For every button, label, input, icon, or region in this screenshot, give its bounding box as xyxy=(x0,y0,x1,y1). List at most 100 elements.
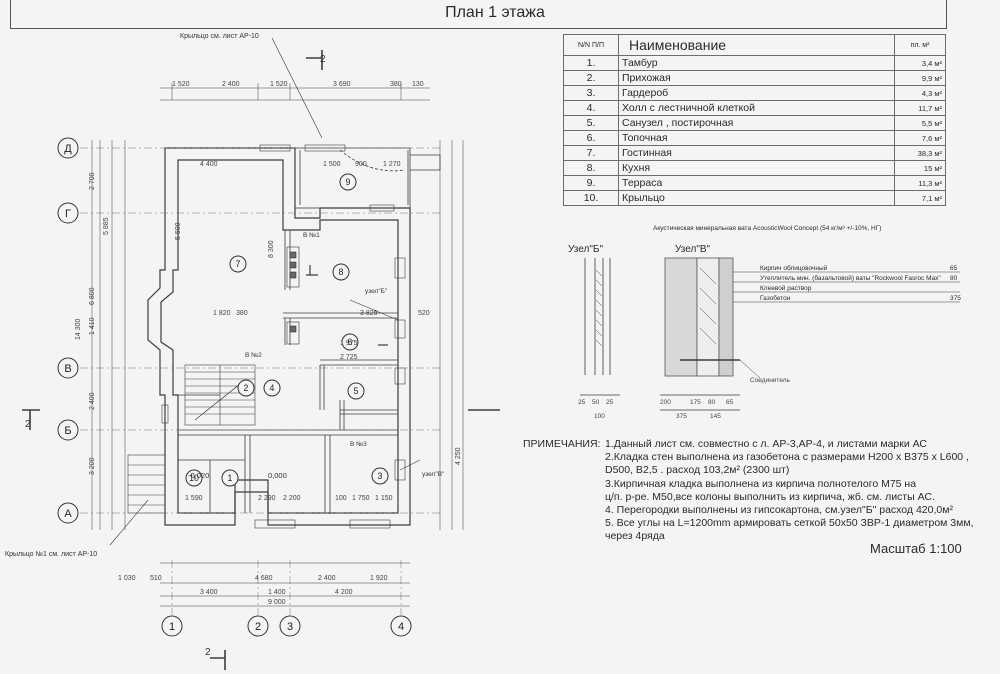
layer-thickness: 65 xyxy=(950,265,958,272)
porch1-reference: Крыльцо №1 см. лист АР-10 xyxy=(5,551,97,558)
axis-letter-marker: Д xyxy=(57,137,79,159)
axis-number-marker-label: 1 xyxy=(169,621,175,633)
dim-top-3: 1 520 xyxy=(270,81,288,88)
cell-num: 10. xyxy=(563,190,619,206)
room-number-marker: 5 xyxy=(347,382,365,400)
room-number-marker: 4 xyxy=(263,379,281,397)
dim-inner-20: 5 500 xyxy=(175,222,182,240)
dim-top-4: 3 690 xyxy=(333,81,351,88)
room-number-marker-circle xyxy=(229,255,247,273)
dim-top-1: 1 520 xyxy=(172,81,190,88)
dim-inner-5: 1 820 xyxy=(213,310,231,317)
section-marks xyxy=(22,50,500,670)
dim-top-6: 130 xyxy=(412,81,424,88)
room-number-marker-circle xyxy=(263,379,281,397)
axis-letter-marker-circle xyxy=(57,357,79,379)
dim-inner-11: 1 750 xyxy=(352,495,370,502)
node-v-dim-5: 375 xyxy=(676,413,687,420)
room-number-marker-label: 2 xyxy=(244,383,249,393)
dim-inner-7: 3 825 xyxy=(360,310,378,317)
axis-number-marker-circle xyxy=(390,615,412,637)
node-b-title: Узел"Б" xyxy=(568,244,603,255)
staircase xyxy=(184,364,256,426)
node-v-dim-3: 80 xyxy=(708,399,716,406)
dim-bottom-total: 9 000 xyxy=(268,599,286,606)
header-name: Наименование xyxy=(618,34,895,56)
axis-letter-marker-label: Г xyxy=(65,208,71,220)
axis-letter-marker-circle xyxy=(57,502,79,524)
dim-inner-24: 3 200 xyxy=(89,457,96,475)
section-mark-bottom: 2 xyxy=(205,647,211,658)
axis-number-marker-label: 3 xyxy=(287,621,293,633)
axis-number-marker-label: 2 xyxy=(255,621,261,633)
room-number-marker: 2 xyxy=(237,379,255,397)
room-number-marker-label: 8 xyxy=(339,267,344,277)
dim-inner-1: 4 400 xyxy=(200,161,218,168)
plan-labels: 2 2 2 Крыльцо см. лист АР-10 Крыльцо №1 … xyxy=(5,33,445,658)
notes-block: ПРИМЕЧАНИЯ: 1.Данный лист см. совместно … xyxy=(523,438,993,544)
room-number-marker-label: 1 xyxy=(228,473,233,483)
node-dims: 25 50 25 100 200 175 80 65 375 145 Соеди… xyxy=(578,377,791,420)
dim-bottom-7: 1 400 xyxy=(268,589,286,596)
level-mark-floor: 0,000 xyxy=(268,471,287,480)
node-b-dim-4: 100 xyxy=(594,413,605,420)
layer-thickness: 375 xyxy=(950,295,961,302)
dim-bottom-6: 3 400 xyxy=(200,589,218,596)
axis-letter-markers: Д Г В Б А xyxy=(57,137,79,524)
axis-letter-marker: В xyxy=(57,357,79,379)
window-mark-2: В №2 xyxy=(245,352,262,359)
callout-node-b: узел"Б" xyxy=(365,288,388,295)
axis-number-marker-label: 4 xyxy=(398,621,404,633)
dim-top-2: 2 400 xyxy=(222,81,240,88)
room-number-marker-label: 9 xyxy=(346,177,351,187)
node-v-title: Узел"В" xyxy=(675,244,711,255)
axis-number-marker: 1 xyxy=(161,615,183,637)
dim-bottom-3: 4 680 xyxy=(255,575,273,582)
axis-letter-marker-label: Д xyxy=(64,143,72,155)
room-markers xyxy=(306,265,388,346)
notes-label: ПРИМЕЧАНИЯ: xyxy=(523,438,601,450)
sheet-title: План 1 этажа xyxy=(445,4,545,21)
axis-letter-marker-circle xyxy=(57,202,79,224)
dim-inner-15: 2 290 xyxy=(258,495,276,502)
room-number-marker-circle xyxy=(221,469,239,487)
room-number-marker-label: 6 xyxy=(348,337,353,347)
dim-bottom-2: 510 xyxy=(150,575,162,582)
dim-inner-21: 6 800 xyxy=(89,287,96,305)
section-mark-left: 2 xyxy=(25,419,31,430)
cell-area: 7,1 м² xyxy=(894,190,946,206)
room-number-marker: 8 xyxy=(332,263,350,281)
axis-letter-marker-circle xyxy=(57,137,79,159)
room-number-marker-circle xyxy=(347,382,365,400)
dim-inner-16: 520 xyxy=(418,310,430,317)
dimension-lines xyxy=(91,83,464,607)
room-number-marker-circle xyxy=(332,263,350,281)
dim-inner-13: 1 150 xyxy=(375,495,393,502)
cell-area: 9,9 м² xyxy=(894,70,946,86)
room-number-marker-label: 3 xyxy=(378,471,383,481)
room-number-marker-label: 5 xyxy=(354,386,359,396)
axis-number-marker-circle xyxy=(279,615,301,637)
dim-inner-12: 100 xyxy=(335,495,347,502)
axis-letter-marker-label: А xyxy=(64,508,72,520)
room-number-marker: 1 xyxy=(221,469,239,487)
cell-name: Крыльцо xyxy=(618,190,895,206)
table-header-row: N/N П/П Наименование пл. м² xyxy=(563,34,946,56)
axis-number-marker: 2 xyxy=(247,615,269,637)
layer-thickness: 80 xyxy=(950,275,958,282)
scale-label: Масштаб 1:100 xyxy=(870,541,962,556)
room-number-marker-circle xyxy=(237,379,255,397)
room-number-marker-label: 4 xyxy=(270,383,275,393)
layer-name: Утеплитель мин. (базальтовой) ваты "Rock… xyxy=(760,275,941,282)
axis-number-marker: 3 xyxy=(279,615,301,637)
chimney xyxy=(286,246,300,345)
axis-letter-marker-label: Б xyxy=(64,425,71,437)
room-number-marker: 9 xyxy=(339,173,357,191)
